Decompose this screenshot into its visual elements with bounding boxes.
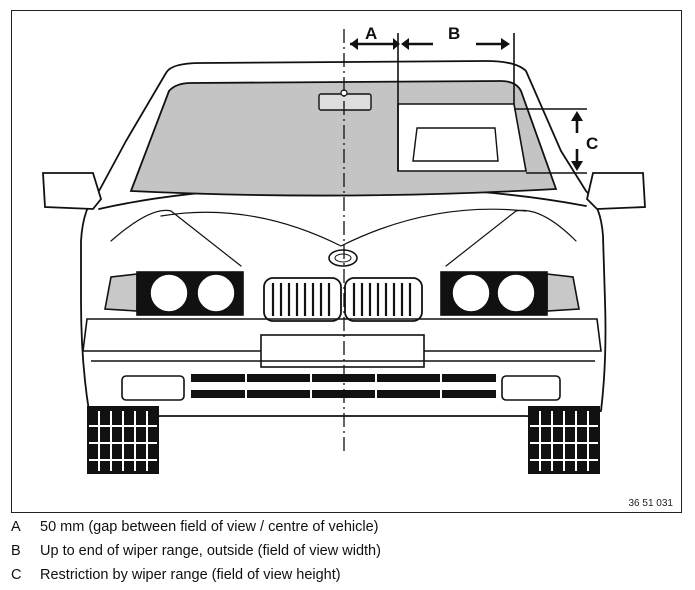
legend-item-b: B Up to end of wiper range, outside (fie… <box>11 539 681 563</box>
dimension-a <box>350 33 400 171</box>
label-a: A <box>365 24 377 43</box>
label-c: C <box>586 134 598 153</box>
legend-key: A <box>11 519 21 535</box>
license-plate <box>260 334 425 368</box>
figure-code: 36 51 031 <box>628 498 674 509</box>
car-body-outline <box>80 60 607 418</box>
legend-key: B <box>11 543 21 559</box>
kidney-grille <box>263 277 423 322</box>
right-side-mirror <box>586 172 646 210</box>
left-fog-light <box>121 375 185 401</box>
legend-text: 50 mm (gap between field of view / centr… <box>40 519 379 535</box>
left-tyre <box>87 406 159 474</box>
legend-key: C <box>11 567 22 583</box>
label-b: B <box>448 24 460 43</box>
car-drawing: A B C <box>42 24 646 474</box>
right-fog-light <box>501 375 561 401</box>
right-tyre <box>528 406 600 474</box>
left-side-mirror <box>42 172 103 210</box>
legend-text: Up to end of wiper range, outside (field… <box>40 543 381 559</box>
dimension-c <box>514 108 587 174</box>
legend: A 50 mm (gap between field of view / cen… <box>11 515 681 587</box>
legend-item-a: A 50 mm (gap between field of view / cen… <box>11 515 681 539</box>
front-bumper <box>82 318 602 401</box>
car-front-diagram: A B C 36 51 031 <box>11 10 682 513</box>
legend-item-c: C Restriction by wiper range (field of v… <box>11 563 681 587</box>
dimension-b <box>401 33 515 104</box>
left-headlights <box>104 271 244 316</box>
right-headlights <box>440 271 580 316</box>
legend-text: Restriction by wiper range (field of vie… <box>40 567 341 583</box>
